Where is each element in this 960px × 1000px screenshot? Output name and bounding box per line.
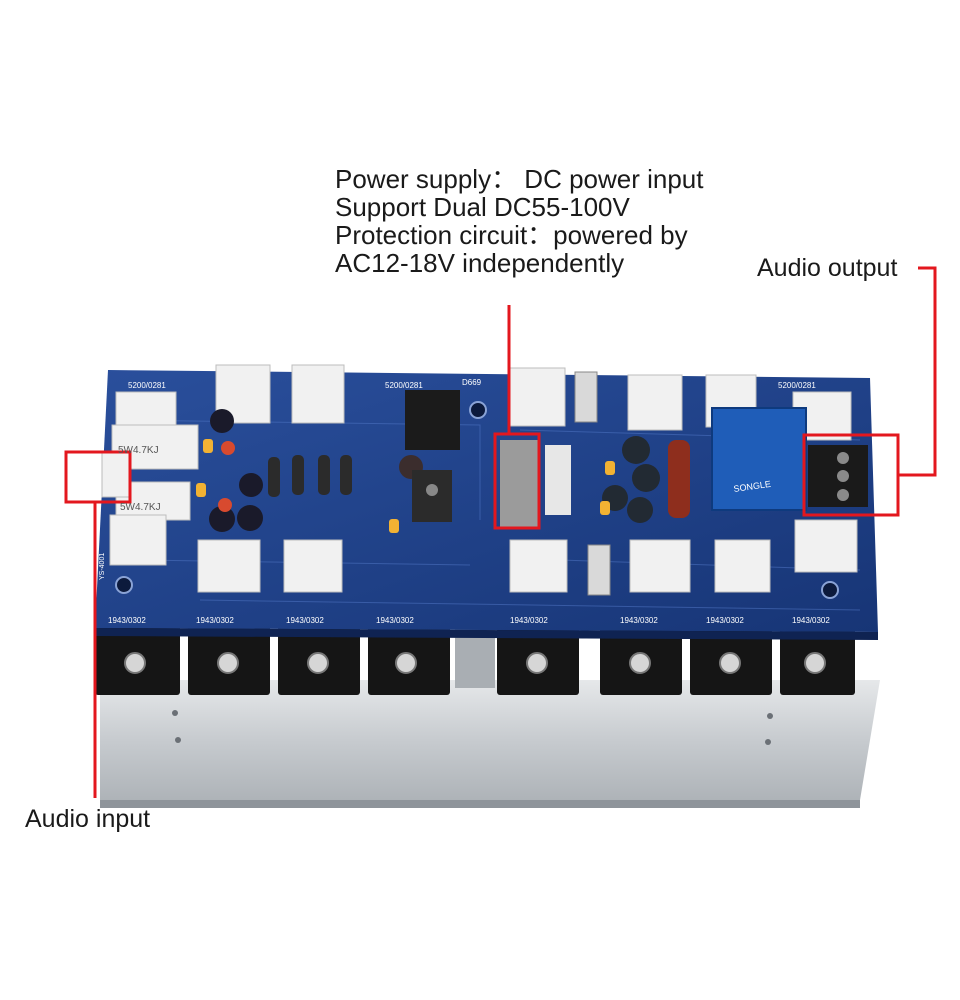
output-terminal-block: [808, 445, 868, 507]
transistor-label: 1943/0302: [792, 616, 830, 625]
transistor-label: 1943/0302: [706, 616, 744, 625]
input-connector: [101, 451, 131, 498]
top-silkscreen-label: 5200/0281: [778, 381, 816, 390]
transistor-label: 1943/0302: [108, 616, 146, 625]
fuse-holders: [500, 371, 611, 596]
audio-output-label: Audio output: [757, 254, 898, 282]
resistor-label: 5W4.7KJ: [120, 502, 161, 513]
audio-input-highlight: [64, 450, 132, 504]
power-supply-line-4: AC12-18V independently: [335, 248, 625, 278]
driver-heatsink: [405, 390, 460, 522]
resistor-label: 5W4.7KJ: [118, 445, 159, 456]
transistor-label: 1943/0302: [620, 616, 658, 625]
transistor-label: 1943/0302: [196, 616, 234, 625]
ceramic-resistors: [109, 364, 858, 593]
audio-input-label: Audio input: [25, 805, 151, 833]
heatsink: [100, 628, 880, 808]
transistor-label: 1943/0302: [286, 616, 324, 625]
power-supply-highlight: [493, 432, 541, 530]
relay: [711, 407, 807, 511]
top-silkscreen-label: 5200/0281: [385, 381, 423, 390]
callout-lines: [64, 266, 937, 798]
transistor-label: 1943/0302: [376, 616, 414, 625]
transistor-label: 1943/0302: [510, 616, 548, 625]
power-transistors: [95, 625, 855, 695]
power-supply-line-2: Support Dual DC55-100V: [335, 192, 630, 222]
side-label: YS-4001: [99, 553, 106, 580]
top-silkscreen-label: 5200/0281: [128, 381, 166, 390]
small-components: [196, 397, 615, 533]
power-supply-line-3: Protection circuit：powered by: [335, 220, 688, 250]
capacitors: [209, 409, 660, 532]
driver-label: D669: [462, 378, 482, 387]
inductor-coil: [668, 440, 690, 518]
power-supply-line-1: Power supply： DC power input: [335, 164, 704, 194]
